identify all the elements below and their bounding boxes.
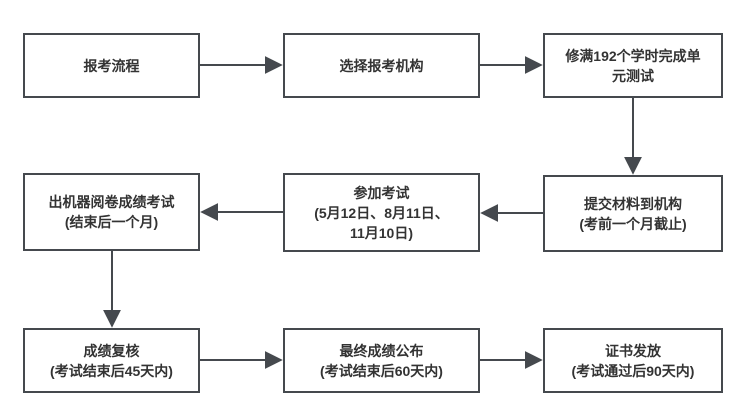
flow-node-choose-institution: 选择报考机构 <box>283 33 480 98</box>
flow-node-label: 提交材料到机构 (考前一个月截止) <box>579 195 687 232</box>
flow-node-complete-hours: 修满192个学时完成单 元测试 <box>543 33 723 98</box>
flow-node-label: 最终成绩公布 (考试结束后60天内) <box>320 342 443 379</box>
flow-node-label: 报考流程 <box>83 57 140 74</box>
flow-node-score-review: 成绩复核 (考试结束后45天内) <box>23 328 200 393</box>
flow-node-registration-process: 报考流程 <box>23 33 200 98</box>
flow-node-label: 成绩复核 (考试结束后45天内) <box>50 342 173 379</box>
flow-node-submit-materials: 提交材料到机构 (考前一个月截止) <box>543 175 723 252</box>
flow-node-label: 出机器阅卷成绩考试 (结束后一个月) <box>48 194 175 230</box>
flow-node-label: 参加考试 (5月12日、8月11日、 11月10日) <box>314 184 449 241</box>
flow-node-certificate-issue: 证书发放 (考试通过后90天内) <box>543 328 723 393</box>
flow-node-take-exam: 参加考试 (5月12日、8月11日、 11月10日) <box>283 173 480 252</box>
flow-node-label: 修满192个学时完成单 元测试 <box>565 47 701 84</box>
flow-node-machine-scoring: 出机器阅卷成绩考试 (结束后一个月) <box>23 173 200 251</box>
flow-node-label: 选择报考机构 <box>339 57 424 74</box>
flow-node-label: 证书发放 (考试通过后90天内) <box>571 342 695 379</box>
flow-node-final-results: 最终成绩公布 (考试结束后60天内) <box>283 328 480 393</box>
